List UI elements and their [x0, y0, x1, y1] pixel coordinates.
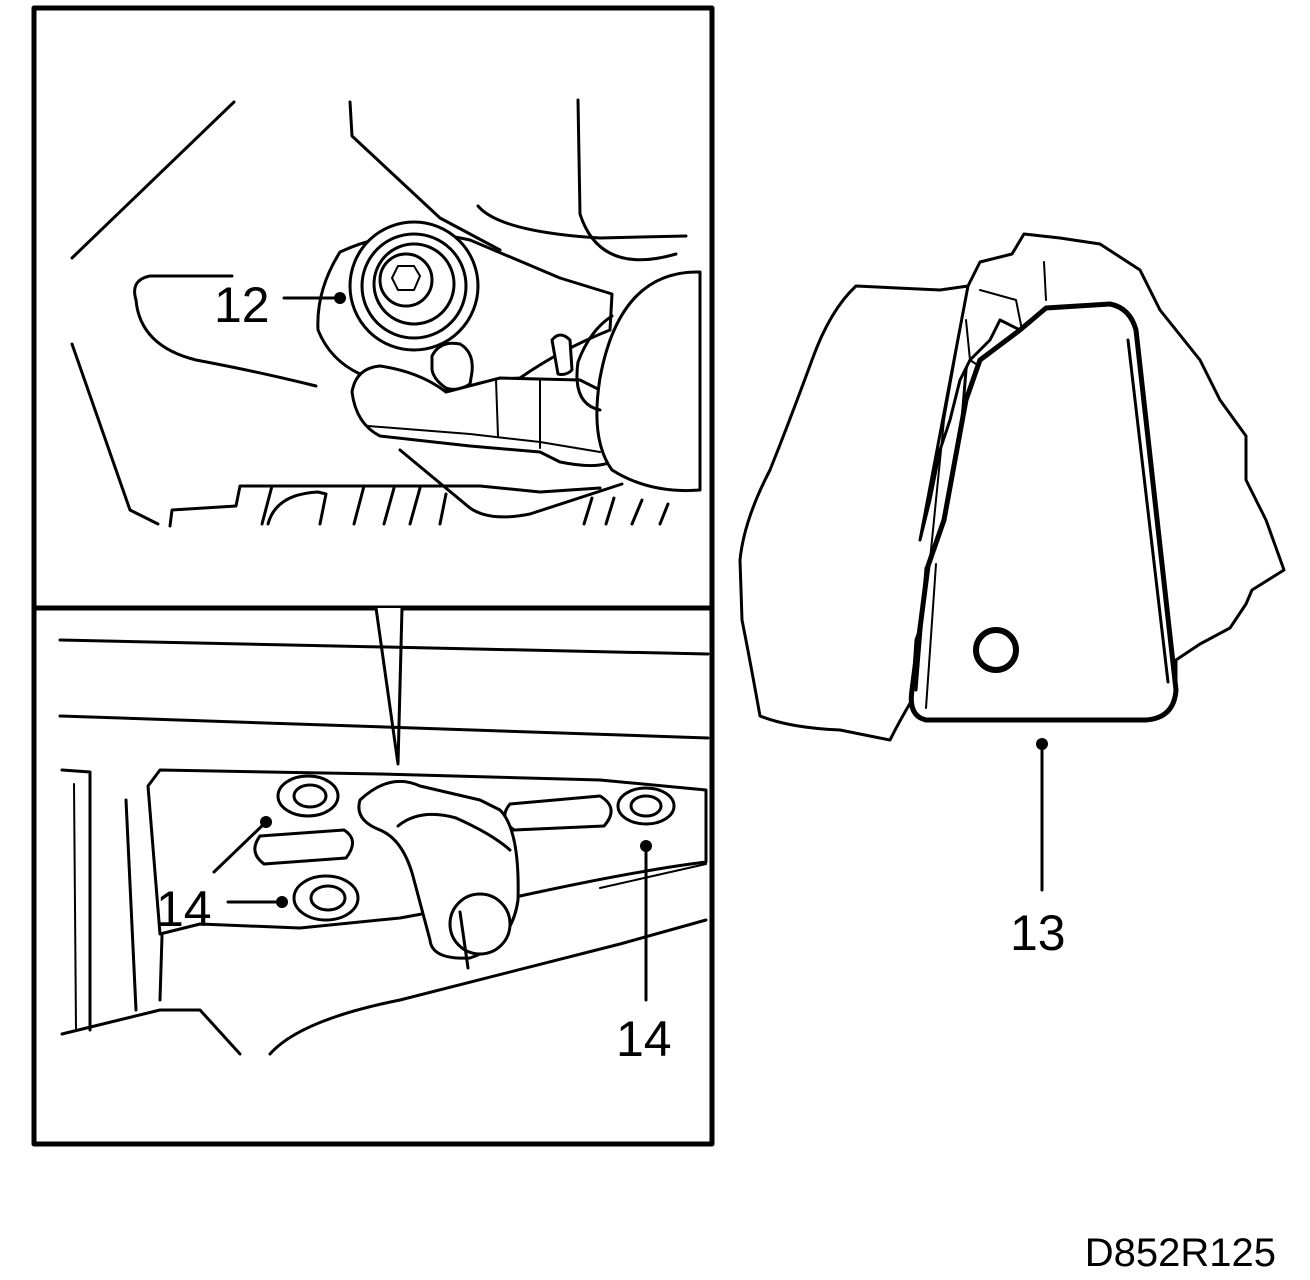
locating-pin: [430, 333, 574, 391]
callout-14-right-label: 14: [616, 1011, 672, 1067]
callout-13-label: 13: [1010, 905, 1066, 961]
bolt-14-b: [292, 874, 360, 922]
bolt-14-c: [616, 786, 676, 826]
torn-top: [918, 232, 1286, 692]
callout-14-left: 14: [156, 816, 288, 937]
mounting-bolt: [348, 220, 480, 352]
cover-plate: [908, 301, 1179, 723]
bottom-inset-frame: [31, 605, 715, 1147]
bottom-inset-panel: 14 14: [31, 605, 715, 1147]
callout-13: 13: [1010, 738, 1066, 961]
callout-14-right: 14: [616, 840, 672, 1067]
top-inset-panel: 12: [31, 5, 715, 611]
callout-12-label: 12: [214, 277, 270, 333]
bolt-14-a: [276, 774, 340, 818]
cover-part-figure: 13: [738, 232, 1286, 961]
lever-arm: [350, 364, 616, 467]
figure-code: D852R125: [1085, 1231, 1276, 1275]
callout-14-left-label: 14: [156, 881, 212, 937]
torn-background: [738, 284, 972, 742]
cover-hole: [973, 627, 1019, 673]
callout-12: 12: [214, 277, 346, 333]
